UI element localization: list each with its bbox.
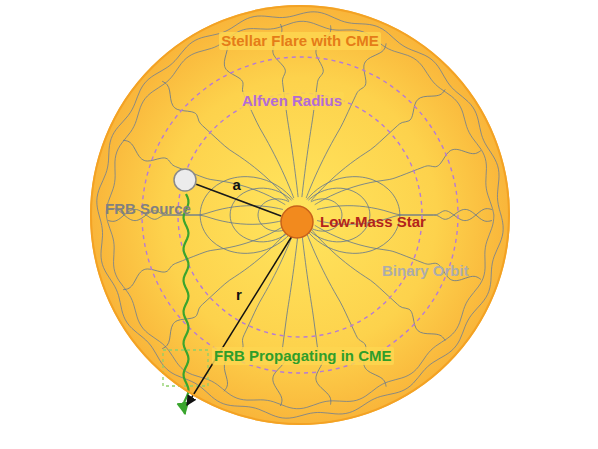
node-label: FRB Source [105,200,129,218]
node-label: Stellar Flare with CME [219,32,381,50]
frb-source-circle-outline [173,168,197,192]
open-field-line [302,25,331,197]
edge-label: a [232,176,240,194]
binary-orbit-circle [178,93,422,337]
open-field-line [311,229,445,340]
closed-field-line [307,177,400,254]
frb-ray [184,194,189,414]
frb-source-circle: FRB Source [173,168,197,192]
open-field-line [302,233,331,405]
magnetic-field-lines [108,24,492,406]
cme-front-lines [97,12,503,418]
radius-arrow [187,236,292,405]
closed-field-line [308,188,370,242]
propagation-label: FRB Propagating in CME [212,347,394,365]
node-label: Low-Mass Star [320,213,354,231]
open-field-line [224,39,294,198]
star-disk [281,206,313,238]
open-field-line [273,233,298,406]
open-field-line [315,149,481,204]
radius-label: r [236,286,242,304]
cme-front-line [97,12,503,418]
star-circle-outline [280,205,314,239]
cme-front-line [106,21,494,408]
closed-field-line [200,177,293,254]
cme-glow [90,5,510,425]
open-field-line [108,206,283,221]
open-field-line [162,229,289,349]
flare-border [91,6,509,424]
open-field-line [315,225,481,280]
orbit-label: Binary Orbit [382,262,469,280]
star-circle: Low-Mass Star [280,205,314,239]
source-disk [174,169,196,191]
alfven-label: Alfven Radius [240,92,344,110]
open-field-line [306,43,386,198]
open-field-line [108,209,283,224]
